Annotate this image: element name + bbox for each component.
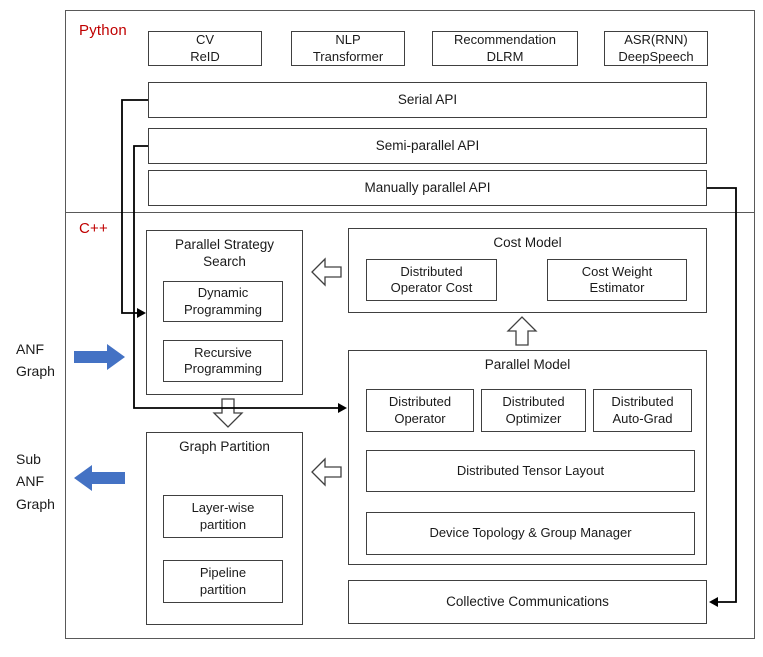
- app-box-recommendation-dlrm: Recommendation DLRM: [432, 31, 578, 66]
- parallel-model-title: Parallel Model: [484, 357, 571, 372]
- distributed-operator-cost-box: Distributed Operator Cost: [366, 259, 497, 301]
- distributed-optimizer-box: Distributed Optimizer: [481, 389, 586, 432]
- semi-parallel-api-box: Semi-parallel API: [148, 128, 707, 164]
- dynamic-programming-box: Dynamic Programming: [163, 281, 283, 322]
- collective-communications-box: Collective Communications: [348, 580, 707, 624]
- parallel-strategy-search-title: Parallel Strategy Search: [174, 237, 275, 269]
- anf-graph-label: ANF Graph: [16, 341, 55, 380]
- python-cpp-divider: [65, 212, 755, 213]
- pipeline-partition-box: Pipeline partition: [163, 560, 283, 603]
- distributed-tensor-layout-box: Distributed Tensor Layout: [366, 450, 695, 492]
- app-box-nlp-transformer: NLP Transformer: [291, 31, 405, 66]
- graph-partition-title: Graph Partition: [179, 439, 270, 454]
- cpp-section-label: C++: [79, 220, 108, 237]
- recursive-programming-box: Recursive Programming: [163, 340, 283, 382]
- app-box-cv-reid: CV ReID: [148, 31, 262, 66]
- sub-anf-graph-label: Sub ANF Graph: [16, 451, 55, 512]
- python-section-label: Python: [79, 22, 127, 39]
- app-box-asr-deepspeech: ASR(RNN) DeepSpeech: [604, 31, 708, 66]
- distributed-operator-box: Distributed Operator: [366, 389, 474, 432]
- cost-weight-estimator-box: Cost Weight Estimator: [547, 259, 687, 301]
- manually-parallel-api-box: Manually parallel API: [148, 170, 707, 206]
- distributed-auto-grad-box: Distributed Auto-Grad: [593, 389, 692, 432]
- device-topology-group-manager-box: Device Topology & Group Manager: [366, 512, 695, 555]
- serial-api-box: Serial API: [148, 82, 707, 118]
- cost-model-title: Cost Model: [493, 235, 562, 250]
- layer-wise-partition-box: Layer-wise partition: [163, 495, 283, 538]
